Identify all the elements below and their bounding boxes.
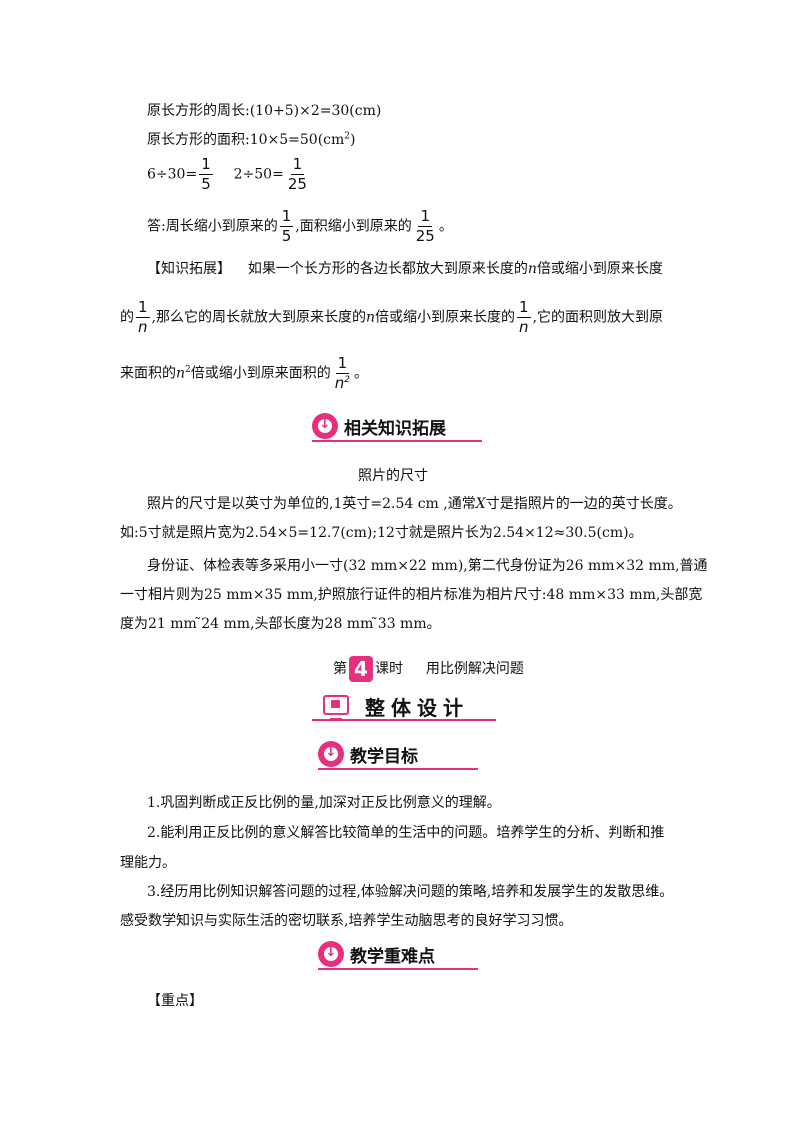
goal-2-line2: 理能力。: [120, 855, 176, 871]
knowledge-text-1: 如果一个长方形的各边长都放大到原来长度的: [247, 261, 528, 277]
solution-area-sup: 2: [344, 131, 351, 142]
section-key-heading: ↓ 教学重难点: [318, 941, 435, 967]
knowledge-l2-mid2: 倍或缩小到原来长度的: [375, 309, 516, 326]
knowledge-frac3-den: n2: [333, 374, 352, 391]
answer-den-1: 5: [281, 227, 292, 245]
section-goals-underline: [318, 768, 478, 770]
knowledge-l2-pre: 的: [120, 309, 134, 326]
section-related-underline: [312, 440, 482, 442]
section-overall-underline: [312, 719, 496, 721]
down-arrow-icon: ↓: [312, 413, 338, 439]
calc-a-den: 5: [201, 175, 211, 193]
lesson-pre: 第: [333, 661, 347, 677]
calc-b-den: 25: [287, 175, 307, 193]
section-goals-heading: ↓ 教学目标: [318, 741, 418, 767]
answer-end: 。: [438, 218, 453, 235]
goal-2-line1: 2.能利用正反比例的意义解答比较简单的生活中的问题。培养学生的分析、判断和推: [147, 825, 665, 841]
knowledge-frac2-den: n: [519, 318, 529, 336]
knowledge-l3-pre: 来面积的: [120, 365, 176, 382]
knowledge-frac3-den-base: n: [334, 374, 345, 392]
section-goals-title: 教学目标: [350, 746, 418, 767]
knowledge-n: n: [527, 261, 537, 277]
photo-p2-line1: 身份证、体检表等多采用小一寸(32 mm×22 mm),第二代身份证为26 mm…: [147, 558, 708, 574]
knowledge-text-2: 倍或缩小到原来长度: [536, 261, 663, 277]
lesson-number-badge: 4: [349, 656, 373, 682]
lesson-title: 用比例解决问题: [425, 661, 524, 677]
calc-a-num: 1: [199, 155, 213, 175]
knowledge-frac2-num: 1: [517, 298, 531, 318]
photo-p1-line1: 照片的尺寸是以英寸为单位的,1英寸=2.54 cm ,通常X寸是指照片的一边的英…: [147, 493, 682, 513]
solution-area-line: 原长方形的面积:10×5=50(cm2): [147, 129, 356, 149]
knowledge-n2-sup: 2: [185, 364, 191, 375]
solution-perimeter-line: 原长方形的周长:(10+5)×2=30(cm): [147, 103, 382, 119]
photo-p2-line3: 度为21 mm ̃24 mm,头部长度为28 mm ̃33 mm。: [120, 616, 441, 632]
knowledge-n2: n: [176, 365, 186, 382]
goal-1: 1.巩固判断成正反比例的量,加深对正反比例意义的理解。: [147, 795, 501, 811]
solution-area-close: ): [350, 132, 356, 148]
lesson-post: 课时: [375, 661, 403, 677]
answer-mid: ,面积缩小到原来的: [295, 218, 412, 235]
knowledge-frac1-num: 1: [136, 298, 150, 318]
photo-p1-line2: 如:5寸就是照片宽为2.54×5=12.7(cm);12寸就是照片长为2.54×…: [120, 525, 643, 541]
section-overall-title: 整体设计: [365, 696, 469, 720]
knowledge-n-2: n: [366, 309, 376, 326]
knowledge-l3-end: 。: [354, 365, 369, 382]
photo-p2-line2: 一寸相片则为25 mm×35 mm,护照旅行证件的相片标准为相片尺寸:48 mm…: [120, 587, 703, 603]
knowledge-l2-end: ,它的面积则放大到原: [532, 309, 664, 326]
calc-b-text: 2÷50=: [233, 166, 284, 183]
knowledge-frac3-num: 1: [335, 354, 350, 374]
answer-pre: 答:周长缩小到原来的: [147, 218, 278, 235]
answer-num-1: 1: [279, 207, 294, 227]
down-arrow-icon: ↓: [318, 941, 344, 967]
down-arrow-icon: ↓: [318, 741, 344, 767]
photo-title: 照片的尺寸: [358, 468, 428, 484]
knowledge-l3-mid: 倍或缩小到原来面积的: [190, 365, 331, 382]
photo-p1-b: 寸是指照片的一边的英寸长度。: [485, 496, 682, 512]
section-related-title: 相关知识拓展: [344, 418, 446, 439]
calc-a-text: 6÷30=: [147, 166, 198, 183]
answer-den-2: 25: [415, 227, 435, 245]
section-related-heading: ↓ 相关知识拓展: [312, 413, 446, 439]
photo-p1-a: 照片的尺寸是以英寸为单位的,1英寸=2.54 cm ,通常: [147, 496, 476, 512]
key-label: 【重点】: [147, 993, 203, 1009]
monitor-icon: [323, 695, 349, 721]
calc-b-num: 1: [290, 155, 305, 175]
knowledge-label: 【知识拓展】: [147, 261, 231, 277]
photo-p1-x: X: [475, 496, 486, 512]
goal-3-line1: 3.经历用比例知识解答问题的过程,体验解决问题的策略,培养和发展学生的发散思维。: [147, 884, 674, 900]
goal-3-line2: 感受数学知识与实际生活的密切联系,培养学生动脑思考的良好学习习惯。: [120, 913, 573, 929]
solution-area-text: 原长方形的面积:10×5=50(cm: [147, 132, 345, 148]
knowledge-frac3-den-sup: 2: [344, 375, 351, 385]
knowledge-line-1: 【知识拓展】 如果一个长方形的各边长都放大到原来长度的n倍或缩小到原来长度: [147, 258, 663, 278]
answer-num-2: 1: [418, 207, 433, 227]
knowledge-frac1-den: n: [138, 318, 148, 336]
section-key-title: 教学重难点: [350, 946, 435, 967]
section-key-underline: [318, 968, 478, 970]
knowledge-l2-mid: ,那么它的周长就放大到原来长度的: [151, 309, 366, 326]
